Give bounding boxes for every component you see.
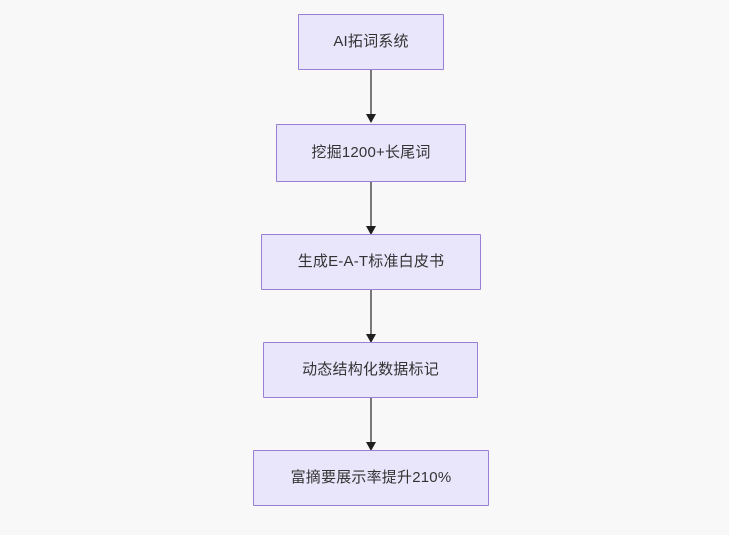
- flow-node-label: 挖掘1200+长尾词: [311, 144, 431, 161]
- flow-node-label: 富摘要展示率提升210%: [290, 469, 452, 486]
- flow-edge-arrowhead: [366, 334, 376, 343]
- flow-edge-arrowhead: [366, 442, 376, 451]
- flow-node-label: 动态结构化数据标记: [302, 361, 439, 378]
- flow-edge-line: [370, 398, 372, 443]
- flow-edge-2: [366, 182, 376, 235]
- flow-node-label: AI拓词系统: [333, 33, 409, 50]
- flow-node-ai-keyword-system[interactable]: AI拓词系统: [298, 14, 444, 70]
- flow-edge-line: [370, 182, 372, 227]
- flow-node-label: 生成E-A-T标准白皮书: [297, 253, 445, 270]
- flow-edge-1: [366, 70, 376, 123]
- flow-edge-arrowhead: [366, 114, 376, 123]
- flow-edge-line: [370, 70, 372, 115]
- flow-edge-arrowhead: [366, 226, 376, 235]
- flow-node-mine-longtail-keywords[interactable]: 挖掘1200+长尾词: [276, 124, 466, 182]
- flow-edge-4: [366, 398, 376, 451]
- flow-node-dynamic-structured-data-markup[interactable]: 动态结构化数据标记: [263, 342, 478, 398]
- flow-node-generate-eat-whitepaper[interactable]: 生成E-A-T标准白皮书: [261, 234, 481, 290]
- flow-edge-3: [366, 290, 376, 343]
- flow-edge-line: [370, 290, 372, 335]
- flow-node-rich-snippet-impression-uplift[interactable]: 富摘要展示率提升210%: [253, 450, 489, 506]
